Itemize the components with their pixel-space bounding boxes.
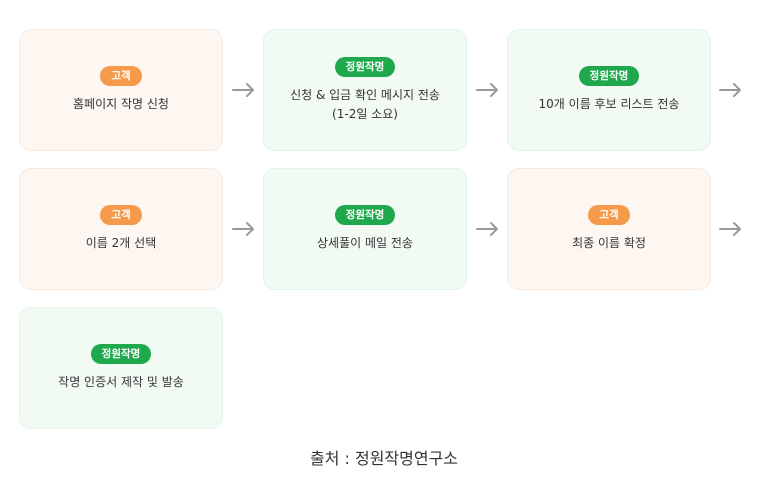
customer-badge: 고객 xyxy=(100,205,142,225)
right-arrow-icon xyxy=(232,222,254,236)
step-card-3: 정원작명 10개 이름 후보 리스트 전송 xyxy=(507,29,711,151)
step-card-7: 정원작명 작명 인증서 제작 및 발송 xyxy=(19,307,223,429)
step-text: 신청 & 입금 확인 메시지 전송 (1-2일 소요) xyxy=(290,87,440,121)
step-card-2: 정원작명 신청 & 입금 확인 메시지 전송 (1-2일 소요) xyxy=(263,29,467,151)
step-card-6: 고객 최종 이름 확정 xyxy=(507,168,711,290)
customer-badge: 고객 xyxy=(100,66,142,86)
right-arrow-icon xyxy=(719,222,741,236)
step-card-4: 고객 이름 2개 선택 xyxy=(19,168,223,290)
step-text: 이름 2개 선택 xyxy=(85,236,157,250)
company-badge: 정원작명 xyxy=(90,344,152,364)
step-text: 상세풀이 메일 전송 xyxy=(317,236,413,250)
right-arrow-icon xyxy=(476,222,498,236)
right-arrow-icon xyxy=(719,83,741,97)
step-card-5: 정원작명 상세풀이 메일 전송 xyxy=(263,168,467,290)
right-arrow-icon xyxy=(476,83,498,97)
step-text: 최종 이름 확정 xyxy=(572,236,646,250)
right-arrow-icon xyxy=(232,83,254,97)
company-badge: 정원작명 xyxy=(334,205,396,225)
step-text: 10개 이름 후보 리스트 전송 xyxy=(538,97,680,111)
customer-badge: 고객 xyxy=(588,205,630,225)
step-card-1: 고객 홈페이지 작명 신청 xyxy=(19,29,223,151)
company-badge: 정원작명 xyxy=(334,56,396,77)
step-text: 홈페이지 작명 신청 xyxy=(73,97,169,111)
step-text: 작명 인증서 제작 및 발송 xyxy=(58,375,184,389)
company-badge: 정원작명 xyxy=(578,66,640,86)
source-caption: 출처 : 정원작명연구소 xyxy=(309,449,459,468)
